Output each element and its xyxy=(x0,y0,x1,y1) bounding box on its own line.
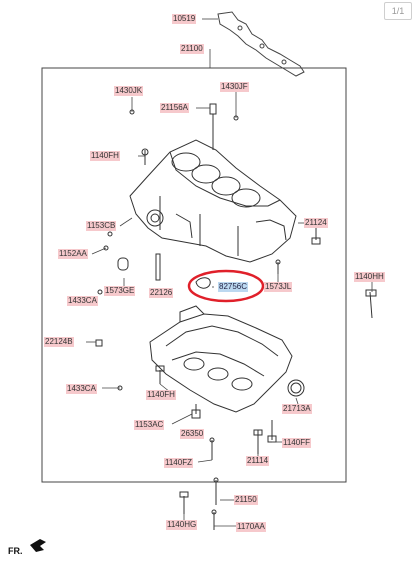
part-label-1140HH[interactable]: 1140HH xyxy=(354,272,385,282)
part-label-21100[interactable]: 21100 xyxy=(180,44,204,54)
part-label-1140FH-low[interactable]: 1140FH xyxy=(146,390,176,400)
part-label-21156A[interactable]: 21156A xyxy=(160,103,189,113)
part-label-21150[interactable]: 21150 xyxy=(234,495,258,505)
assembly-frame xyxy=(41,67,347,483)
part-label-10519[interactable]: 10519 xyxy=(172,14,197,24)
part-label-26350[interactable]: 26350 xyxy=(180,429,205,439)
part-label-21713A[interactable]: 21713A xyxy=(282,404,312,414)
part-label-1153AC[interactable]: 1153AC xyxy=(134,420,165,430)
part-label-1433CA-low[interactable]: 1433CA xyxy=(66,384,97,394)
part-label-1140FF[interactable]: 1140FF xyxy=(282,438,311,448)
part-label-1140HG[interactable]: 1140HG xyxy=(166,520,198,530)
part-label-1433CA-top[interactable]: 1433CA xyxy=(67,296,98,306)
part-label-1140FH-top[interactable]: 1140FH xyxy=(90,151,120,161)
small-parts-lower xyxy=(95,339,277,530)
part-label-21124[interactable]: 21124 xyxy=(304,218,328,228)
part-label-1573GE[interactable]: 1573GE xyxy=(104,286,136,296)
small-parts-upper xyxy=(97,109,377,319)
part-label-21114[interactable]: 21114 xyxy=(246,456,270,466)
part-label-22124B[interactable]: 22124B xyxy=(44,337,74,347)
part-label-1140FZ[interactable]: 1140FZ xyxy=(164,458,193,468)
highlight-circle xyxy=(187,269,265,303)
cylinder-block xyxy=(129,139,297,263)
part-label-1152AA[interactable]: 1152AA xyxy=(58,249,88,259)
front-arrow-icon xyxy=(30,539,46,552)
stud-part xyxy=(209,103,217,150)
part-label-1153CB[interactable]: 1153CB xyxy=(86,221,117,231)
page-indicator: 1/1 xyxy=(384,2,412,20)
part-label-1430JK[interactable]: 1430JK xyxy=(114,86,144,96)
front-direction-label: FR. xyxy=(8,546,23,556)
lower-crankcase xyxy=(149,305,305,413)
part-label-1170AA[interactable]: 1170AA xyxy=(236,522,266,532)
part-label-82756C[interactable]: 82756C xyxy=(218,282,249,292)
part-label-1573JL[interactable]: 1573JL xyxy=(264,282,293,292)
gasket-part xyxy=(217,11,305,77)
part-label-1430JF[interactable]: 1430JF xyxy=(220,82,249,92)
part-label-22126[interactable]: 22126 xyxy=(149,288,174,298)
